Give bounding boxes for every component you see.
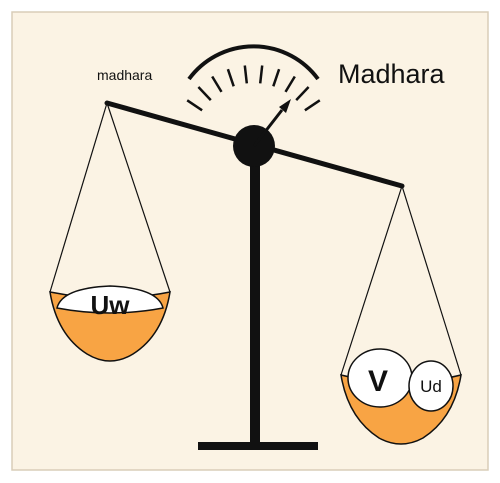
left-pan: Uw [49,285,171,362]
scale-stand [250,155,260,446]
gauge-arc [187,44,320,81]
gauge-tick [304,99,321,112]
gauge-label-left: madhara [97,67,152,83]
right-pan-strings [340,185,462,376]
right-pan-content-small [408,360,454,412]
left-pan-label: Uw [91,290,131,320]
gauge-tick [243,65,249,84]
left-pan-content [56,285,164,314]
right-pan: V Ud [340,348,462,445]
gauge-tick [226,68,235,87]
gauge-tick [197,86,212,101]
left-pan-strings [49,102,171,293]
right-pan-label-large: V [368,365,388,398]
gauge [186,44,321,112]
right-pan-label-small: Ud [420,377,442,396]
gauge-tick [186,99,203,112]
gauge-tick [295,86,310,101]
pointer-arrow [252,99,291,147]
gauge-tick [258,65,264,84]
gauge-tick [211,75,223,93]
gauge-label-right: Madhara [338,59,446,89]
gauge-ticks [186,65,321,112]
gauge-tick [284,75,296,93]
gauge-tick [272,68,281,87]
